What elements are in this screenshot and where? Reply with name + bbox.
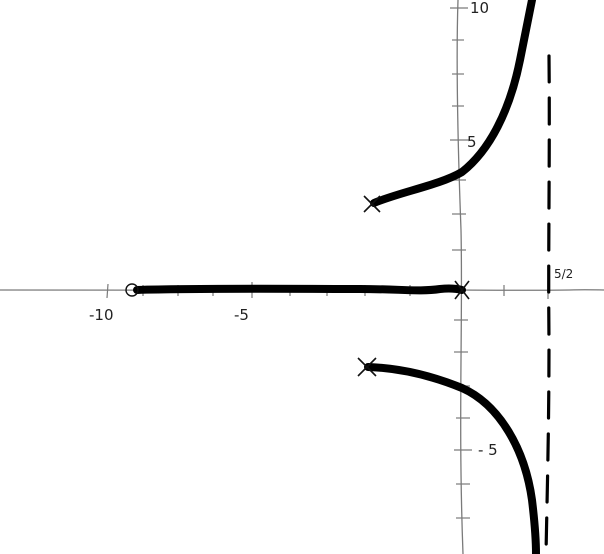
locus-branch-lower <box>364 363 540 554</box>
y-tick-label-5: 5 <box>467 133 477 151</box>
pole-marker-upper <box>363 195 381 213</box>
y-tick-label-10: 10 <box>470 0 489 17</box>
imaginary-axis <box>456 0 464 554</box>
zero-marker <box>125 283 139 297</box>
x-annotation-label: 5/2 <box>554 267 573 281</box>
imaginary-axis-ticks <box>450 7 472 519</box>
x-tick-label-neg5: -5 <box>234 306 249 324</box>
locus-branch-upper <box>370 0 536 207</box>
pole-marker-lower <box>357 357 377 377</box>
y-tick-label-neg5: - 5 <box>478 441 498 459</box>
asymptote-line <box>544 54 551 554</box>
pole-marker-origin <box>454 280 470 300</box>
x-tick-label-neg10: -10 <box>89 306 114 324</box>
locus-branch-real-axis <box>133 284 466 295</box>
